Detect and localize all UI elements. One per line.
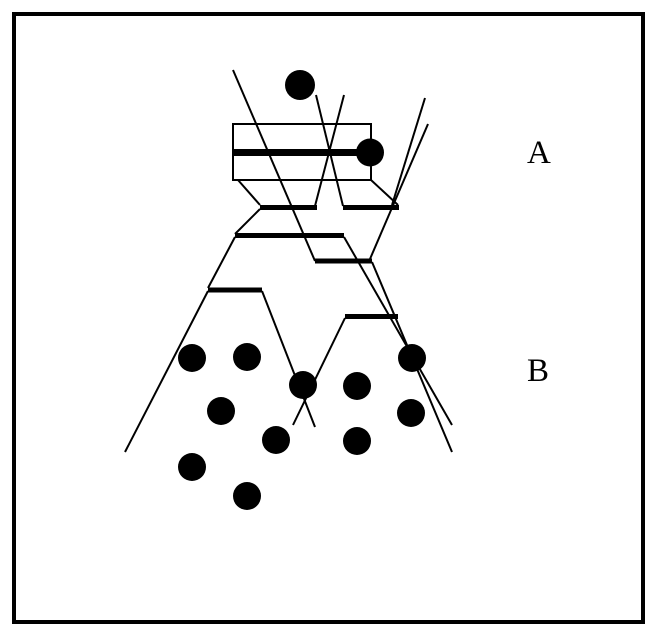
connection-line: [292, 317, 346, 426]
feature-dot: [397, 399, 425, 427]
connection-line: [343, 236, 453, 426]
connection-lines: [124, 69, 453, 453]
outer-border-rect: [12, 12, 645, 624]
connection-line: [124, 290, 209, 453]
feature-dot: [398, 344, 426, 372]
feature-dot: [178, 344, 206, 372]
connection-line: [391, 97, 426, 206]
label-b: B: [527, 353, 549, 389]
feature-dot: [207, 397, 235, 425]
feature-dot: [178, 453, 206, 481]
connection-line: [207, 236, 236, 289]
feature-dot: [356, 138, 384, 167]
feature-dot: [285, 70, 315, 100]
connection-line: [237, 179, 261, 206]
connection-line: [314, 94, 345, 207]
connection-line: [261, 290, 316, 428]
field-bars: [208, 205, 399, 319]
feature-dot: [233, 482, 261, 510]
feature-dot: [343, 372, 371, 400]
outer-border: [12, 12, 645, 624]
connection-line: [234, 208, 261, 235]
feature-dots: [178, 70, 426, 510]
feature-dot: [262, 426, 290, 454]
feature-dot: [233, 343, 261, 371]
connection-line: [369, 123, 429, 260]
label-a: A: [527, 135, 551, 171]
feature-dot: [289, 371, 317, 399]
connection-line: [232, 69, 316, 262]
feature-dot: [343, 427, 371, 455]
